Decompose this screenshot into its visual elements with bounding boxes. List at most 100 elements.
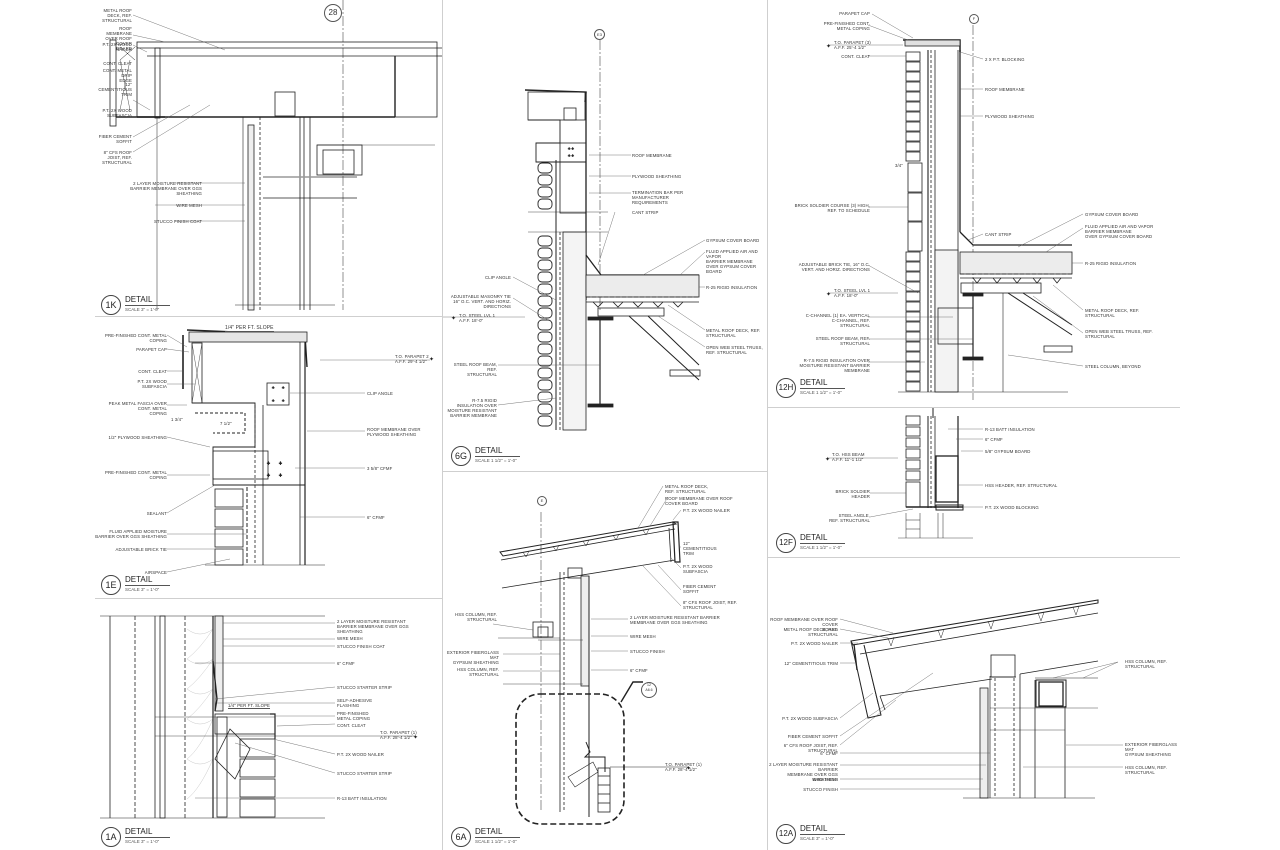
detail-scale: SCALE 1 1/2" = 1'-0"	[800, 545, 842, 550]
elevation-marker-icon: ✦	[429, 356, 434, 363]
callout: ROOF MEMBRANE OVER ROOF COVER BOARD	[770, 617, 838, 632]
svg-text:+: +	[272, 398, 275, 403]
detail-1K-drawing	[109, 0, 442, 311]
elevation-note: T.O. HSS BEAM A.F.F. 11'-1 1/2"	[832, 452, 865, 462]
callout: P.T. 2X WOOD SUBFASCIA	[683, 564, 713, 574]
callout: WIRE MESH	[176, 203, 202, 208]
callout: EXTERIOR FIBERGLASS MAT GYPSUM SHEATHING	[446, 650, 499, 665]
svg-text:+: +	[267, 473, 270, 479]
elevation-note: T.O. PARAPET (1) A.F.F. 28'-4 1/2"	[380, 730, 417, 740]
callout: ADJUSTABLE BRICK TIE, 16" O.C. VERT. AND…	[798, 262, 870, 272]
detail-title: DETAIL	[800, 824, 846, 835]
svg-text:+ +: + +	[568, 146, 574, 151]
svg-text:+: +	[279, 473, 282, 479]
callout: 6" CFMF	[630, 668, 648, 673]
callout: AIRSPACE	[144, 570, 167, 575]
detail-12A-drawing	[839, 599, 1123, 799]
callout: OPEN WEB STEEL TRUSS, REF. STRUCTURAL	[706, 345, 763, 355]
detail-1E-drawing: ++ ++ ++ ++	[166, 329, 434, 573]
callout: STUCCO FINISH	[803, 787, 838, 792]
detail-scale: SCALE 3" = 1'-0"	[125, 839, 160, 844]
callout: METAL ROOF DECK, REF. STRUCTURAL	[665, 484, 709, 494]
detail-1K: 28 METAL ROOF DECK, REF. STRUCTURAL ROOF…	[95, 0, 442, 316]
callout: HSS COLUMN, REF. STRUCTURAL	[457, 667, 499, 677]
grid-bubble: F	[969, 14, 979, 24]
detail-number: 12H	[776, 378, 796, 398]
svg-text:+: +	[282, 398, 285, 403]
callout: 2 LAYER MOISTURE RESISTANT BARRIER MEMBR…	[769, 762, 838, 782]
callout: STEEL COLUMN, BEYOND	[1085, 364, 1141, 369]
callout: 8" CFS ROOF JOIST, REF. STRUCTURAL	[102, 150, 132, 165]
callout: P.T. 2X WOOD NAILER	[337, 752, 384, 757]
detail-title: DETAIL	[125, 827, 171, 838]
detail-number: 6G	[451, 446, 471, 466]
callout: 12" CEMENTITIOUS TRIM	[683, 541, 717, 556]
callout: METAL ROOF DECK, REF. STRUCTURAL	[706, 328, 761, 338]
callout: 2 LAYER MOISTURE RESISTANT BARRIER MEMBR…	[130, 181, 202, 196]
svg-text:+: +	[279, 461, 282, 467]
detail-6G-drawing: + ++ +	[443, 40, 706, 431]
detail-scale: SCALE 1 1/2" = 1'-0"	[475, 458, 517, 463]
callout: P.T. 2X WOOD NAILER	[683, 508, 730, 513]
callout: EXTERIOR FIBERGLASS MAT GYPSUM SHEATHING	[1125, 742, 1178, 757]
callout: FIBER CEMENT SOFFIT	[98, 134, 132, 144]
callout: CLIP ANGLE	[367, 391, 393, 396]
callout: PRE-FINISHED CONT. METAL COPING	[104, 333, 167, 343]
callout: P.T. 2X WOOD NAILER	[791, 641, 838, 646]
slope-note: 1/4" PER FT. SLOPE	[228, 703, 271, 709]
detail-number: 1K	[101, 295, 121, 315]
callout: BRICK SOLDIER COURSE (3) HIGH, REF. TO S…	[794, 203, 870, 213]
callout: ROOF MEMBRANE OVER PLYWOOD SHEATHING	[367, 427, 421, 437]
callout: 8" CFS ROOF JOIST, REF. STRUCTURAL	[683, 600, 738, 610]
detail-title: DETAIL	[125, 575, 171, 586]
callout: FLUID APPLIED AIR AND VAPOR BARRIER MEMB…	[1085, 224, 1154, 239]
callout: TERMINATION BAR PER MANUFACTURER REQUIRE…	[632, 190, 684, 205]
callout: STUCCO FINISH COAT	[337, 644, 386, 649]
callout: BRICK SOLDIER HEADER	[835, 489, 870, 499]
callout: PARAPET CAP	[839, 11, 870, 16]
detail-title: DETAIL	[800, 533, 846, 544]
callout: FIBER CEMENT SOFFIT	[683, 584, 717, 594]
callout: R-7.5 RIGID INSULATION OVER MOISTURE RES…	[799, 358, 870, 373]
detail-number: 1A	[101, 827, 121, 847]
callout: WIRE MESH	[630, 634, 656, 639]
callout: METAL ROOF DECK, REF. STRUCTURAL	[1085, 308, 1140, 318]
divider	[95, 598, 442, 599]
detail-1A-drawing: ✦	[100, 615, 418, 819]
svg-text:✦: ✦	[826, 291, 831, 298]
detail-number: 6A	[451, 827, 471, 847]
callout: ROOF MEMBRANE	[632, 153, 672, 158]
elevation-note: T.O. PARAPET (3) A.F.F. 25'-4 1/2"	[834, 40, 871, 50]
callout: HSS HEADER, REF. STRUCTURAL	[985, 483, 1058, 488]
callout: 6" CFMF	[985, 437, 1003, 442]
svg-text:✦: ✦	[826, 43, 831, 50]
callout: METAL ROOF DECK, REF. STRUCTURAL	[783, 627, 838, 637]
detail-reference-tag[interactable]: 12 A6.6	[641, 682, 657, 698]
detail-scale: SCALE 3" = 1'-0"	[125, 307, 160, 312]
dimension: 7 1/2"	[220, 421, 232, 426]
svg-text:+: +	[267, 461, 270, 467]
callout: R-13 BATT INSULATION	[985, 427, 1035, 432]
detail-6G: + ++ +	[443, 0, 767, 471]
callout: 2 LAYER MOISTURE RESISTANT BARRIER MEMBR…	[337, 619, 409, 634]
detail-12H-drawing: ✦ ✦	[826, 13, 1084, 400]
callout: METAL ROOF DECK, REF. STRUCTURAL	[102, 8, 132, 23]
callout: HSS COLUMN, REF. STRUCTURAL	[1125, 659, 1167, 669]
detail-12H: ✦ ✦ F T.O. PARAPET (3) A.F.F. 25'-4 1/2"…	[768, 0, 1180, 407]
callout: CONT. CLEAT	[841, 54, 870, 59]
callout: ROOF MEMBRANE OVER ROOF COVER BOARD	[665, 496, 733, 506]
detail-number: 1E	[101, 575, 121, 595]
detail-6A-drawing: ✦	[492, 485, 691, 825]
callout: P.T. 2X WOOD SUBFASCIA	[782, 716, 838, 721]
detail-1E: ++ ++ ++ ++	[95, 317, 442, 598]
detail-scale: SCALE 3" = 1'-0"	[125, 587, 160, 592]
callout: HSS COLUMN, REF. STRUCTURAL	[455, 612, 497, 622]
callout: 2 X P.T. BLOCKING	[985, 57, 1025, 62]
detail-title: DETAIL	[475, 827, 521, 838]
divider	[767, 0, 768, 850]
callout: 6" CFS ROOF JOIST, REF. STRUCTURAL	[783, 743, 838, 753]
svg-text:✦: ✦	[686, 765, 691, 772]
elevation-note: T.O. PARAPET 2 A.F.F. 29'-4 1/2"	[395, 354, 429, 364]
callout: R-7.5 RIGID INSULATION OVER MOISTURE RES…	[447, 398, 497, 418]
